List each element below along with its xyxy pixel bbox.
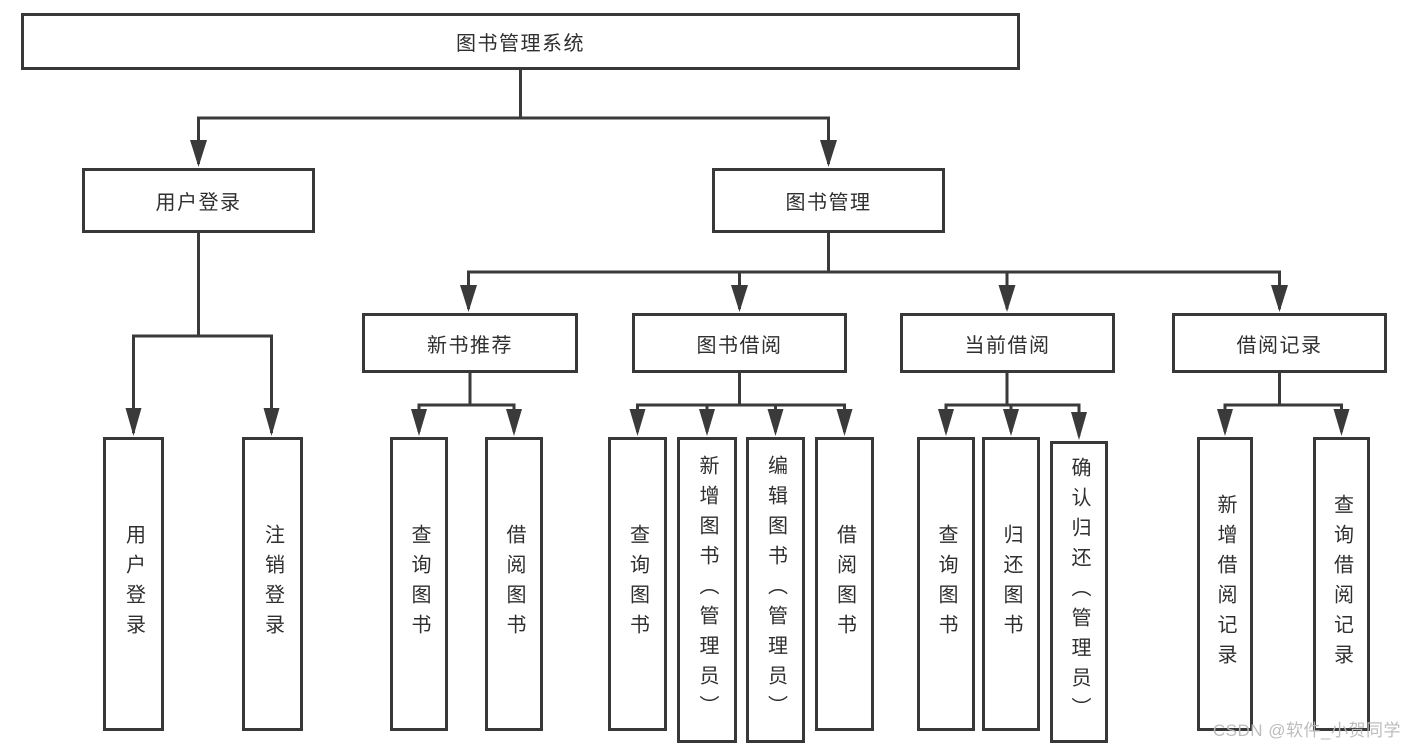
node-label: 图书管理系统 bbox=[456, 33, 585, 55]
node-add-borrow-record: 新增借阅记录 bbox=[1197, 437, 1253, 731]
node-library-management-system: 图书管理系统 bbox=[21, 13, 1020, 70]
connector-book-management-to-level3 bbox=[460, 233, 1288, 312]
node-book-management: 图书管理 bbox=[712, 168, 945, 233]
node-label: 归还图书 bbox=[1000, 524, 1022, 644]
node-borrow-records: 借阅记录 bbox=[1172, 313, 1387, 373]
node-borrow-books: 借阅图书 bbox=[815, 437, 874, 731]
node-query-borrow-record: 查询借阅记录 bbox=[1313, 437, 1370, 731]
node-label: 查询图书 bbox=[626, 524, 649, 644]
connector-current-borrow-children bbox=[938, 371, 1087, 440]
node-label: 查询图书 bbox=[935, 524, 957, 644]
node-user-login-leaf: 用户登录 bbox=[103, 437, 164, 731]
node-label: 查询图书 bbox=[408, 524, 430, 644]
node-edit-books-admin: 编辑图书（管理员） bbox=[746, 437, 805, 743]
node-label: 借阅图书 bbox=[503, 524, 525, 644]
node-label: 注销登录 bbox=[261, 524, 284, 644]
node-label: 用户登录 bbox=[155, 192, 242, 214]
node-borrow-books: 借阅图书 bbox=[485, 437, 543, 731]
node-return-books: 归还图书 bbox=[982, 437, 1040, 731]
node-label: 编辑图书（管理员） bbox=[764, 455, 787, 725]
node-user-login: 用户登录 bbox=[82, 168, 315, 233]
node-confirm-return-admin: 确认归还（管理员） bbox=[1050, 441, 1108, 743]
node-label: 确认归还（管理员） bbox=[1068, 457, 1090, 727]
connector-root-to-level2 bbox=[190, 69, 837, 167]
node-new-book-recommend: 新书推荐 bbox=[362, 313, 578, 373]
node-label: 查询借阅记录 bbox=[1330, 494, 1353, 674]
connector-user-login-children bbox=[125, 233, 280, 436]
node-label: 图书借阅 bbox=[696, 334, 783, 357]
node-label: 图书管理 bbox=[785, 192, 872, 214]
node-query-books: 查询图书 bbox=[390, 437, 448, 731]
node-label: 借阅记录 bbox=[1236, 334, 1323, 357]
connector-borrow-records-children bbox=[1217, 371, 1350, 436]
node-logout: 注销登录 bbox=[242, 437, 303, 731]
csdn-watermark: CSDN @软件_小贺同学 bbox=[1212, 721, 1401, 740]
node-current-borrow: 当前借阅 bbox=[900, 313, 1115, 373]
connector-book-borrow-children bbox=[629, 371, 853, 436]
node-label: 新增借阅记录 bbox=[1214, 494, 1236, 674]
node-label: 当前借阅 bbox=[964, 334, 1051, 357]
node-label: 用户登录 bbox=[122, 524, 145, 644]
node-book-borrow: 图书借阅 bbox=[632, 313, 847, 373]
node-label: 新增图书（管理员） bbox=[696, 455, 718, 725]
connector-new-book-recommend-children bbox=[411, 371, 522, 436]
node-label: 新书推荐 bbox=[427, 334, 513, 357]
node-add-books-admin: 新增图书（管理员） bbox=[677, 437, 737, 743]
node-label: 借阅图书 bbox=[833, 524, 856, 644]
node-query-books: 查询图书 bbox=[917, 437, 975, 731]
node-query-books: 查询图书 bbox=[608, 437, 667, 731]
